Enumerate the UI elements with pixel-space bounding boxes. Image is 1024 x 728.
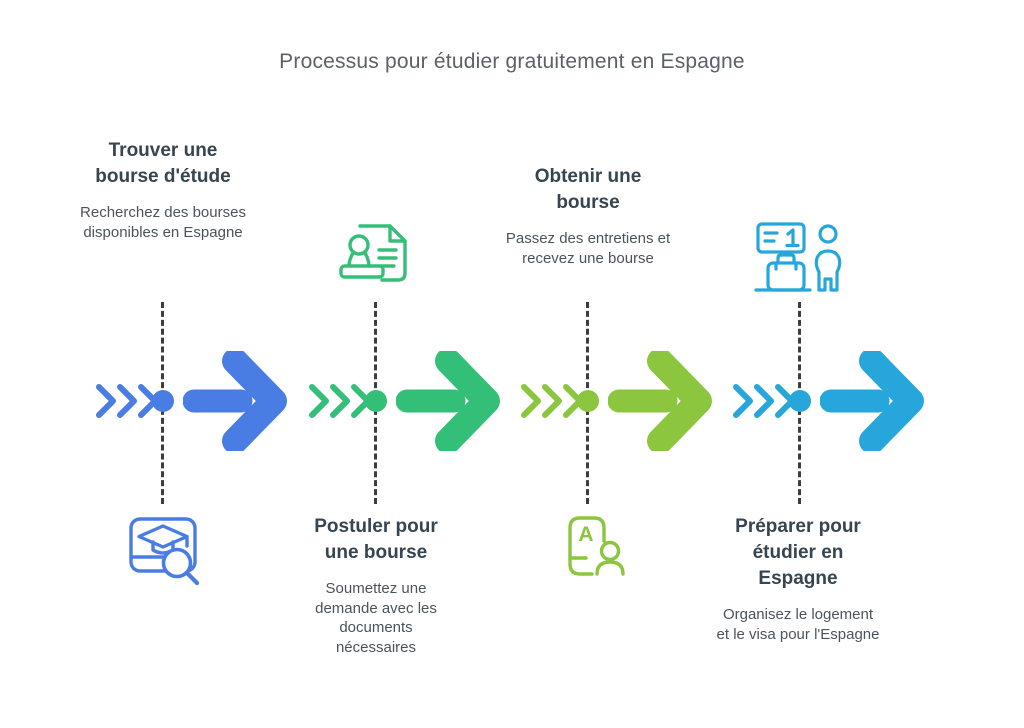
- stamp-document-icon: [339, 224, 407, 282]
- step-1-textblock: Trouver une bourse d'étude Recherchez de…: [63, 138, 263, 242]
- card-letter: A: [578, 523, 593, 546]
- step-2-textblock: Postuler pour une bourse Soumettez une d…: [276, 514, 476, 657]
- step-1-description: Recherchez des bourses disponibles en Es…: [80, 204, 246, 241]
- timeline-dot-step-4: [789, 390, 811, 412]
- step-2-description: Soumettez une demande avec les documents…: [315, 580, 437, 656]
- step-3-textblock: Obtenir une bourse Passez des entretiens…: [488, 164, 688, 268]
- step-2-title: Postuler pour une bourse: [314, 516, 438, 563]
- chevrons-step-4: [733, 384, 795, 418]
- page-title: Processus pour étudier gratuitement en E…: [279, 50, 745, 73]
- chevrons-step-3: [521, 384, 583, 418]
- step-3-description: Passez des entretiens et recevez une bou…: [505, 230, 671, 267]
- chevrons-step-1: [96, 384, 158, 418]
- timeline-dot-step-1: [152, 390, 174, 412]
- traveler-luggage-icon: [754, 222, 842, 292]
- step-4-description: Organisez le logement et le visa pour l'…: [716, 606, 880, 643]
- timeline-dot-step-2: [365, 390, 387, 412]
- arrow-step-1: [183, 351, 287, 451]
- step-4-title: Préparer pour étudier en Espagne: [735, 516, 861, 589]
- timeline-dot-step-3: [577, 390, 599, 412]
- id-card-person-icon: A: [568, 516, 625, 576]
- chevrons-step-2: [309, 384, 371, 418]
- arrow-step-3: [608, 351, 712, 451]
- step-4-textblock: Préparer pour étudier en Espagne Organis…: [698, 514, 898, 644]
- graduation-cap-search-icon: [129, 517, 200, 586]
- arrow-step-4: [820, 351, 924, 451]
- step-1-title: Trouver une bourse d'étude: [95, 140, 231, 187]
- step-3-title: Obtenir une bourse: [534, 166, 642, 213]
- arrow-step-2: [396, 351, 500, 451]
